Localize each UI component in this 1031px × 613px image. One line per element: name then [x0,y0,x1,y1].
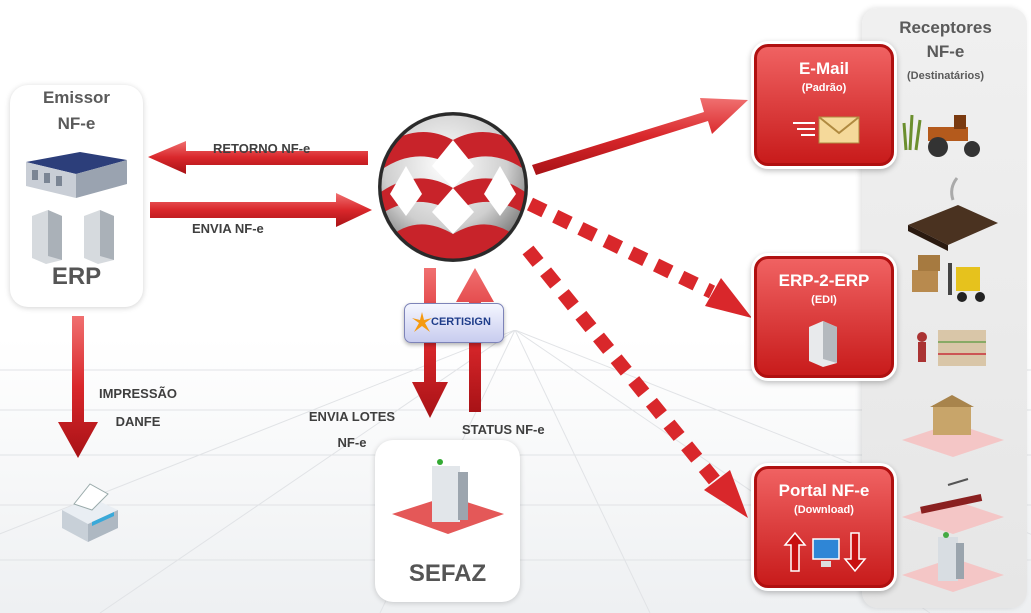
emissor-title: Emissor NF-e [10,88,143,134]
envia-lotes-label: ENVIA LOTES NF-e [292,404,412,456]
certisign-label: CERTISIGN [431,316,491,328]
download-upload-icon [783,531,867,573]
emissor-title-line2: NF-e [57,114,96,133]
sefaz-building-icon [392,459,504,534]
impressao-line2: DANFE [115,414,161,429]
sefaz-label: SEFAZ [408,560,487,587]
impressao-label: IMPRESSÃO DANFE [90,380,186,436]
portal-title: Portal NF-e [778,481,870,500]
retorno-label: RETORNO NF-e [213,141,311,156]
erp-server-icon [809,321,837,367]
soil-icon [908,177,998,251]
erp2erp-box: ERP-2-ERP (EDI) [754,256,894,378]
portal-sub: (Download) [794,504,854,516]
shopping-icon [917,330,986,366]
certisign-badge: CERTISIGN [404,303,504,343]
portal-arrowhead [704,470,748,518]
receptores-title: Receptores NF-e (Destinatários) [868,18,1023,82]
impressao-line1: IMPRESSÃO [98,386,177,401]
erp2erp-arrow [526,197,716,299]
envia-lotes-arrow [412,268,448,418]
railway-icon [902,478,1004,534]
printer-icon [62,483,118,542]
email-title: E-Mail [798,59,850,78]
email-box: E-Mail (Padrão) [754,44,894,166]
erp2erp-title: ERP-2-ERP [778,271,870,290]
portal-box: Portal NF-e (Download) [754,466,894,588]
erp-label: ERP [51,263,102,290]
email-arrow [532,98,748,175]
envia-label: ENVIA NF-e [192,221,264,236]
forklift-icon [912,255,985,302]
status-label: STATUS NF-e [462,422,545,437]
retorno-arrow [148,141,368,174]
house-icon [902,395,1004,457]
tractor-icon [902,114,980,157]
certisign-logo-icon [412,312,432,332]
envia-lotes-line2: NF-e [337,435,367,450]
envelope-icon [793,116,860,144]
emissor-title-line1: Emissor [42,88,111,107]
erp2erp-sub: (EDI) [811,294,837,306]
envia-arrow [150,193,372,227]
envia-lotes-line1: ENVIA LOTES [308,409,396,424]
erp2erp-arrowhead [705,278,752,318]
warehouse-icon [26,152,127,198]
building-icon [902,532,1004,592]
email-sub: (Padrão) [801,82,847,94]
receptor-icons [902,114,1004,592]
receptores-line3: (Destinatários) [906,70,985,82]
globe-logo [378,112,528,262]
receptores-line2: NF-e [926,42,965,61]
server-icon [32,210,114,264]
receptores-line1: Receptores [899,18,992,37]
portal-arrow [522,245,722,487]
impressao-arrow [58,316,98,458]
